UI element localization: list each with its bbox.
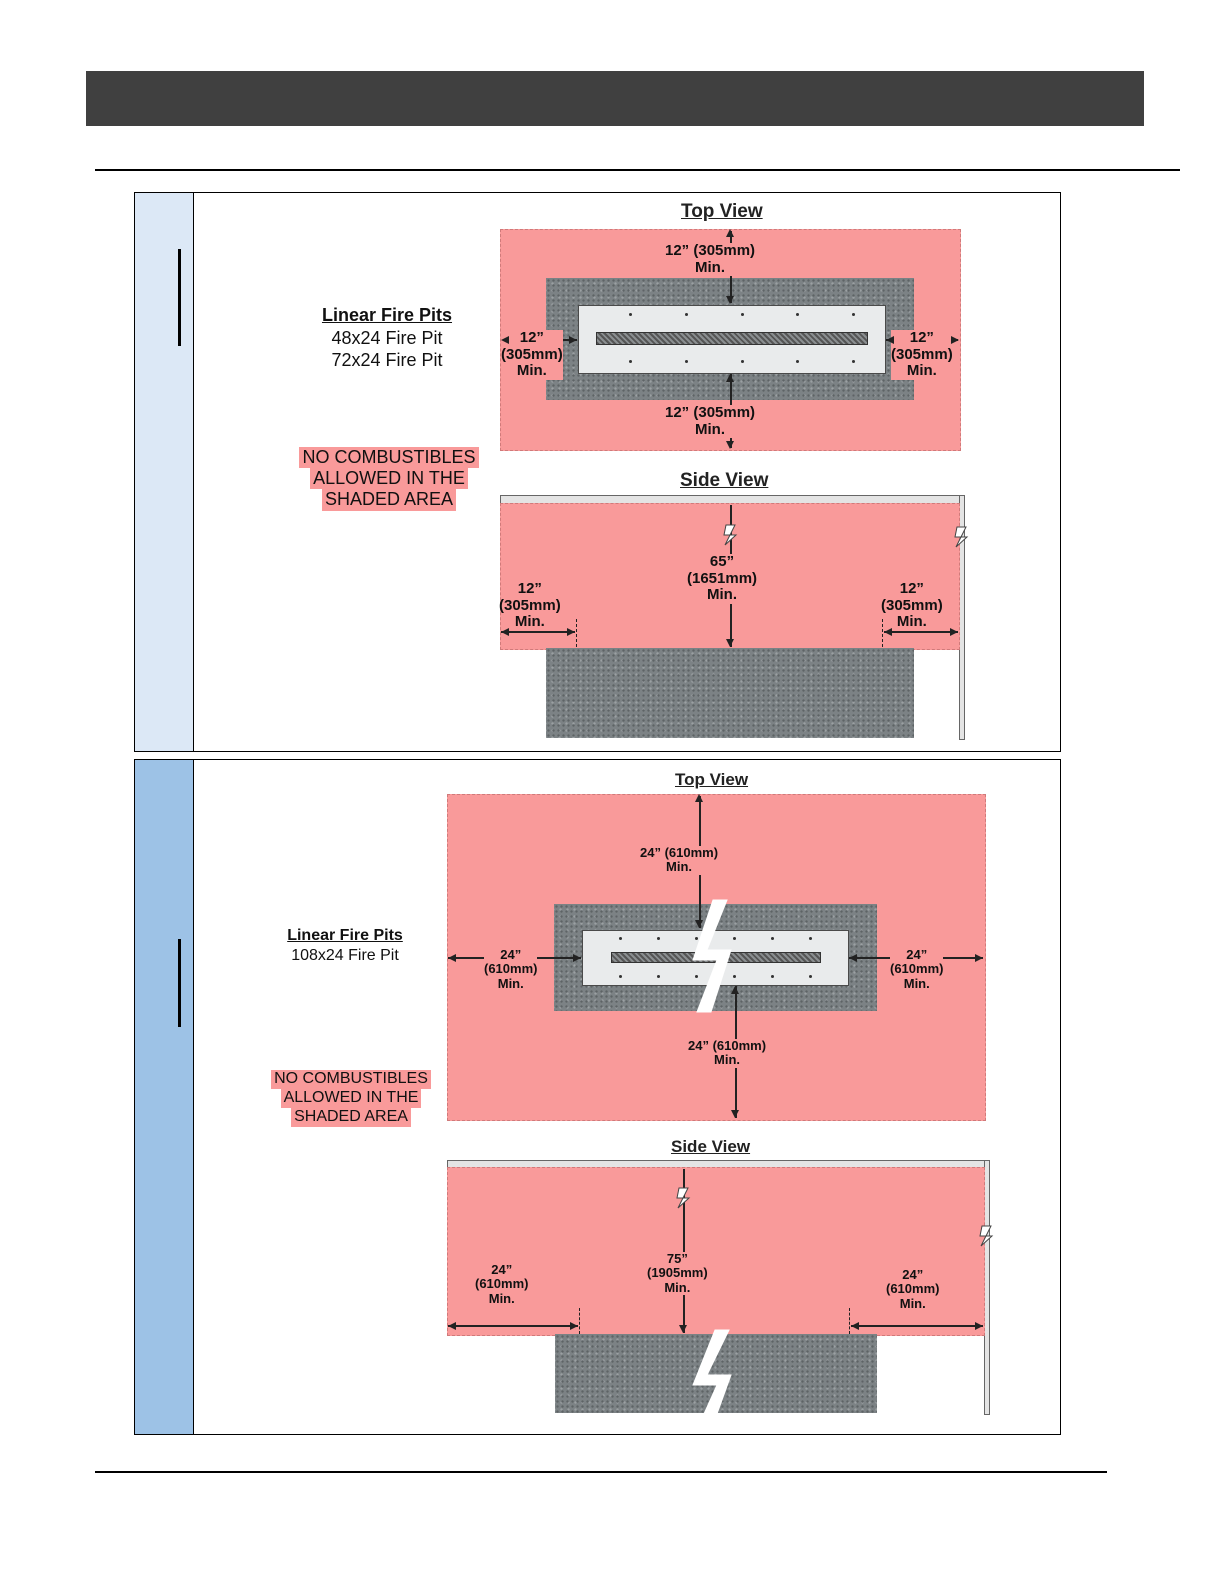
right-side-clearance-label: 24”(610mm)Min. — [886, 1267, 940, 1311]
header-rule — [95, 169, 1180, 171]
right-side-clearance-label: 12”(305mm)Min. — [881, 580, 943, 630]
top-clearance-label: 12” (305mm)Min. — [665, 242, 756, 276]
mounting-holes — [629, 313, 855, 316]
fire-pit-pan-top — [578, 305, 886, 374]
side-tab — [135, 193, 194, 751]
clearance-panel-small: Top View 12” (305mm)Min. 12” (305mm)Min.… — [134, 192, 1061, 752]
ceiling-clearance-label: 65”(1651mm)Min. — [687, 553, 758, 604]
pan-edge-marker — [576, 619, 577, 647]
bottom-clearance-label: 12” (305mm)Min. — [665, 404, 756, 438]
pan-edge-marker — [579, 1308, 580, 1334]
tab-marker — [178, 939, 181, 1027]
pit-model: 108x24 Fire Pit — [291, 947, 399, 964]
right-clearance-label: 24”(610mm)Min. — [890, 947, 944, 991]
dimension-line-vertical — [683, 1169, 685, 1333]
ceiling-clearance-label: 75”(1905mm)Min. — [647, 1251, 708, 1295]
burner-tube — [596, 332, 868, 345]
top-view-title: Top View — [681, 201, 763, 222]
mounting-holes — [619, 975, 812, 978]
top-clearance-label: 24” (610mm)Min. — [640, 845, 719, 875]
pan-edge-marker — [849, 1308, 850, 1334]
left-side-clearance-label: 24”(610mm)Min. — [475, 1262, 529, 1306]
left-clearance-label: 12”(305mm)Min. — [501, 329, 563, 380]
dimension-line-right — [851, 1325, 983, 1327]
left-clearance-label: 24”(610mm)Min. — [484, 947, 538, 991]
clearance-panel-large: Top View 24” (610mm)Min. 24” (610mm)Min.… — [134, 759, 1061, 1435]
pits-title: Linear Fire Pits — [321, 305, 453, 325]
side-tab — [135, 760, 194, 1434]
granite-base-side — [546, 648, 914, 738]
left-side-clearance-label: 12”(305mm)Min. — [499, 580, 561, 630]
dimension-line-right — [884, 631, 958, 633]
dimension-line-left — [501, 631, 575, 633]
fire-pit-models: Linear Fire Pits 108x24 Fire Pit — [270, 926, 420, 966]
pit-model: 48x24 Fire Pit — [331, 327, 443, 348]
arrows-and-breaks — [501, 229, 969, 647]
fire-pit-models: Linear Fire Pits 48x24 Fire Pit 72x24 Fi… — [297, 304, 477, 372]
mounting-holes — [619, 937, 812, 940]
footer-rule — [95, 1471, 1107, 1473]
side-view-title: Side View — [680, 470, 769, 491]
top-view-title: Top View — [675, 770, 749, 789]
pit-model: 72x24 Fire Pit — [331, 350, 443, 370]
side-view-title: Side View — [671, 1137, 751, 1156]
bottom-clearance-label: 24” (610mm)Min. — [688, 1038, 767, 1068]
arrows-and-breaks — [448, 794, 994, 1426]
tab-marker — [178, 249, 181, 346]
dimension-line-left — [448, 1325, 578, 1327]
right-clearance-label: 12”(305mm)Min. — [891, 329, 953, 380]
pan-edge-marker — [882, 619, 883, 647]
header-bar — [86, 71, 1144, 126]
pits-title: Linear Fire Pits — [287, 927, 403, 944]
mounting-holes — [629, 360, 855, 363]
